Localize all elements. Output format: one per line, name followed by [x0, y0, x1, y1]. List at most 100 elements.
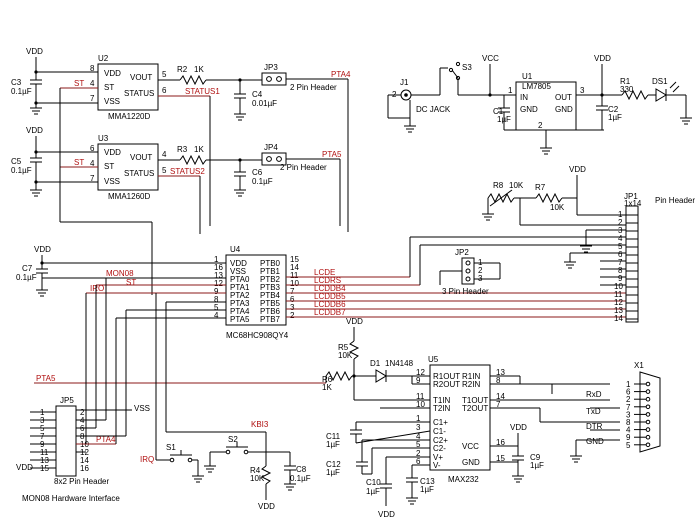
- u4-pin-ptb6: PTB6: [260, 307, 281, 316]
- db9-pin-contact: [645, 381, 651, 387]
- r5-ref: R5: [338, 343, 349, 352]
- u5-pin-8: V+: [433, 453, 443, 462]
- status2-net-label: STATUS2: [170, 167, 205, 176]
- switch-section: IRQ S1 KBI3 S2 R4 10K VDD C8: [140, 293, 311, 511]
- r4-ref: R4: [250, 466, 261, 475]
- lcd-contrast-network: VDD R7 10K R8 10K JP1 1x14 Pin Header 12…: [482, 165, 695, 323]
- u2-pin-5: 5: [162, 70, 167, 79]
- db9-pin-contact: [645, 396, 651, 402]
- u4-pin-num-8: 8: [214, 295, 219, 304]
- u4-pin-num-4: 4: [214, 311, 219, 320]
- c2-value: 1µF: [608, 113, 622, 122]
- u4-pin-num-12: 12: [214, 279, 223, 288]
- u5-pin-num-2: 2: [416, 449, 421, 458]
- c9-value: 1µF: [530, 461, 544, 470]
- c5-ref: C5: [11, 157, 22, 166]
- c3-ref: C3: [11, 78, 22, 87]
- u3-part: MMA1260D: [108, 192, 150, 201]
- u4-left-pins: VDD1VSS16PTA013PTA112PTA29PTA38PTA45PTA5…: [214, 255, 250, 324]
- jp2-header: JP2 3 Pin Header 1 2 3: [439, 248, 501, 296]
- s2-ref: S2: [228, 435, 238, 444]
- s3-ref: S3: [462, 63, 472, 72]
- c5-value: 0.1µF: [11, 166, 32, 175]
- u1-ref: U1: [522, 72, 533, 81]
- d1-value: 1N4148: [385, 359, 414, 368]
- u5-part: MAX232: [448, 475, 479, 484]
- db9-pin-3: 3: [626, 410, 631, 419]
- u4-pin-pta5: PTA5: [230, 315, 250, 324]
- u4-microcontroller: U4 MC68HC908QY4 VDD1VSS16PTA013PTA112PTA…: [214, 245, 299, 340]
- lcddb5-net-label: LCDDB5: [314, 292, 346, 301]
- jp2-ref: JP2: [455, 248, 469, 257]
- lcddb7-net-label: LCDDB7: [314, 308, 346, 317]
- u5-pin-num-8: 8: [496, 376, 501, 385]
- u5-pin-r5: GND: [462, 458, 480, 467]
- jp1-pin-1: 1: [618, 210, 623, 219]
- c8-value: 0.1µF: [290, 474, 311, 483]
- vcc-label-1: VCC: [482, 54, 499, 63]
- jp1-pin-13: 13: [614, 306, 623, 315]
- u4-ref: U4: [230, 245, 241, 254]
- u3-pin-vdd: VDD: [104, 148, 121, 157]
- dtr-label: DTR: [586, 422, 603, 431]
- u3-ref: U3: [98, 134, 109, 143]
- txd-label: TxD: [586, 407, 601, 416]
- mon08-interface: JP5 8x2 Pin Header MON08 Hardware Interf…: [16, 278, 226, 503]
- r4-value: 10K: [250, 474, 265, 483]
- c8-ref: C8: [296, 465, 307, 474]
- u1-pin-3: 3: [580, 86, 585, 95]
- c7-network: VDD C7 0.1µF MON08 ST IRO: [16, 245, 226, 294]
- u5-pin-9: V-: [433, 461, 441, 470]
- db9-pin-contact: [645, 442, 651, 448]
- r2-jp3-c4-network: R2 1K JP3 2 Pin Header PTA4 C4 0.01µF ST…: [158, 63, 351, 232]
- vdd-label-4: VDD: [594, 54, 611, 63]
- kbi3-net-label: KBI3: [251, 420, 269, 429]
- u5-pin-num-6: 6: [416, 457, 421, 466]
- u3-pin-6: 6: [90, 144, 95, 153]
- r8-value: 10K: [509, 181, 524, 190]
- r5-value: 10K: [338, 351, 353, 360]
- vdd-label-1: VDD: [26, 47, 43, 56]
- r6-ref: R6: [322, 375, 333, 384]
- u4-pin-ptb7: PTB7: [260, 315, 281, 324]
- u4-pin-ptb3: PTB3: [260, 283, 281, 292]
- u3-pin-5r: 5: [162, 166, 167, 175]
- u2-pin-st: ST: [104, 83, 114, 92]
- jp1-ref: JP1: [624, 192, 638, 201]
- db9-pin-contact: [645, 434, 651, 440]
- u5-pin-r1: R2IN: [462, 380, 480, 389]
- r7-value: 10K: [550, 203, 565, 212]
- jp1-pin-6: 6: [618, 250, 623, 259]
- u5-pin-num-4: 4: [416, 432, 421, 441]
- c13-ref: C13: [420, 477, 435, 486]
- db9-pin-1: 1: [626, 380, 631, 389]
- jp4-ref: JP4: [264, 143, 278, 152]
- u4-pin-num-7: 7: [290, 287, 295, 296]
- r3-value: 1K: [194, 145, 204, 154]
- c11-ref: C11: [326, 432, 341, 441]
- u5-pin-num-1: 1: [416, 414, 421, 423]
- status1-net-label: STATUS1: [185, 87, 220, 96]
- u2-ref: U2: [98, 54, 109, 63]
- u4-pin-num-14: 14: [290, 263, 299, 272]
- u5-pin-num-12: 12: [416, 368, 425, 377]
- jp1-title: Pin Header: [655, 196, 695, 205]
- pta5-net-label-1: PTA5: [322, 150, 342, 159]
- u4-pin-pta1: PTA1: [230, 283, 250, 292]
- x1-ref: X1: [634, 361, 644, 370]
- u1-pin-2: 2: [538, 121, 543, 130]
- jp1-value: 1x14: [624, 199, 642, 208]
- u4-pin-vss: VSS: [230, 267, 246, 276]
- u4-pin-num-16: 16: [214, 263, 223, 272]
- u3-accelerometer: U3 VDD ST VSS VOUT STATUS 6 4 7 4 5 MMA1…: [90, 134, 167, 201]
- u4-pin-num-1: 1: [214, 255, 219, 264]
- c1-ref: C1: [493, 107, 504, 116]
- c4-value: 0.01µF: [252, 99, 277, 108]
- u5-pin-4: C1+: [433, 418, 448, 427]
- u5-pin-0: R1OUT: [433, 372, 460, 381]
- u4-pin-ptb5: PTB5: [260, 299, 281, 308]
- vdd-label-3: VDD: [34, 245, 51, 254]
- c10-ref: C10: [366, 478, 381, 487]
